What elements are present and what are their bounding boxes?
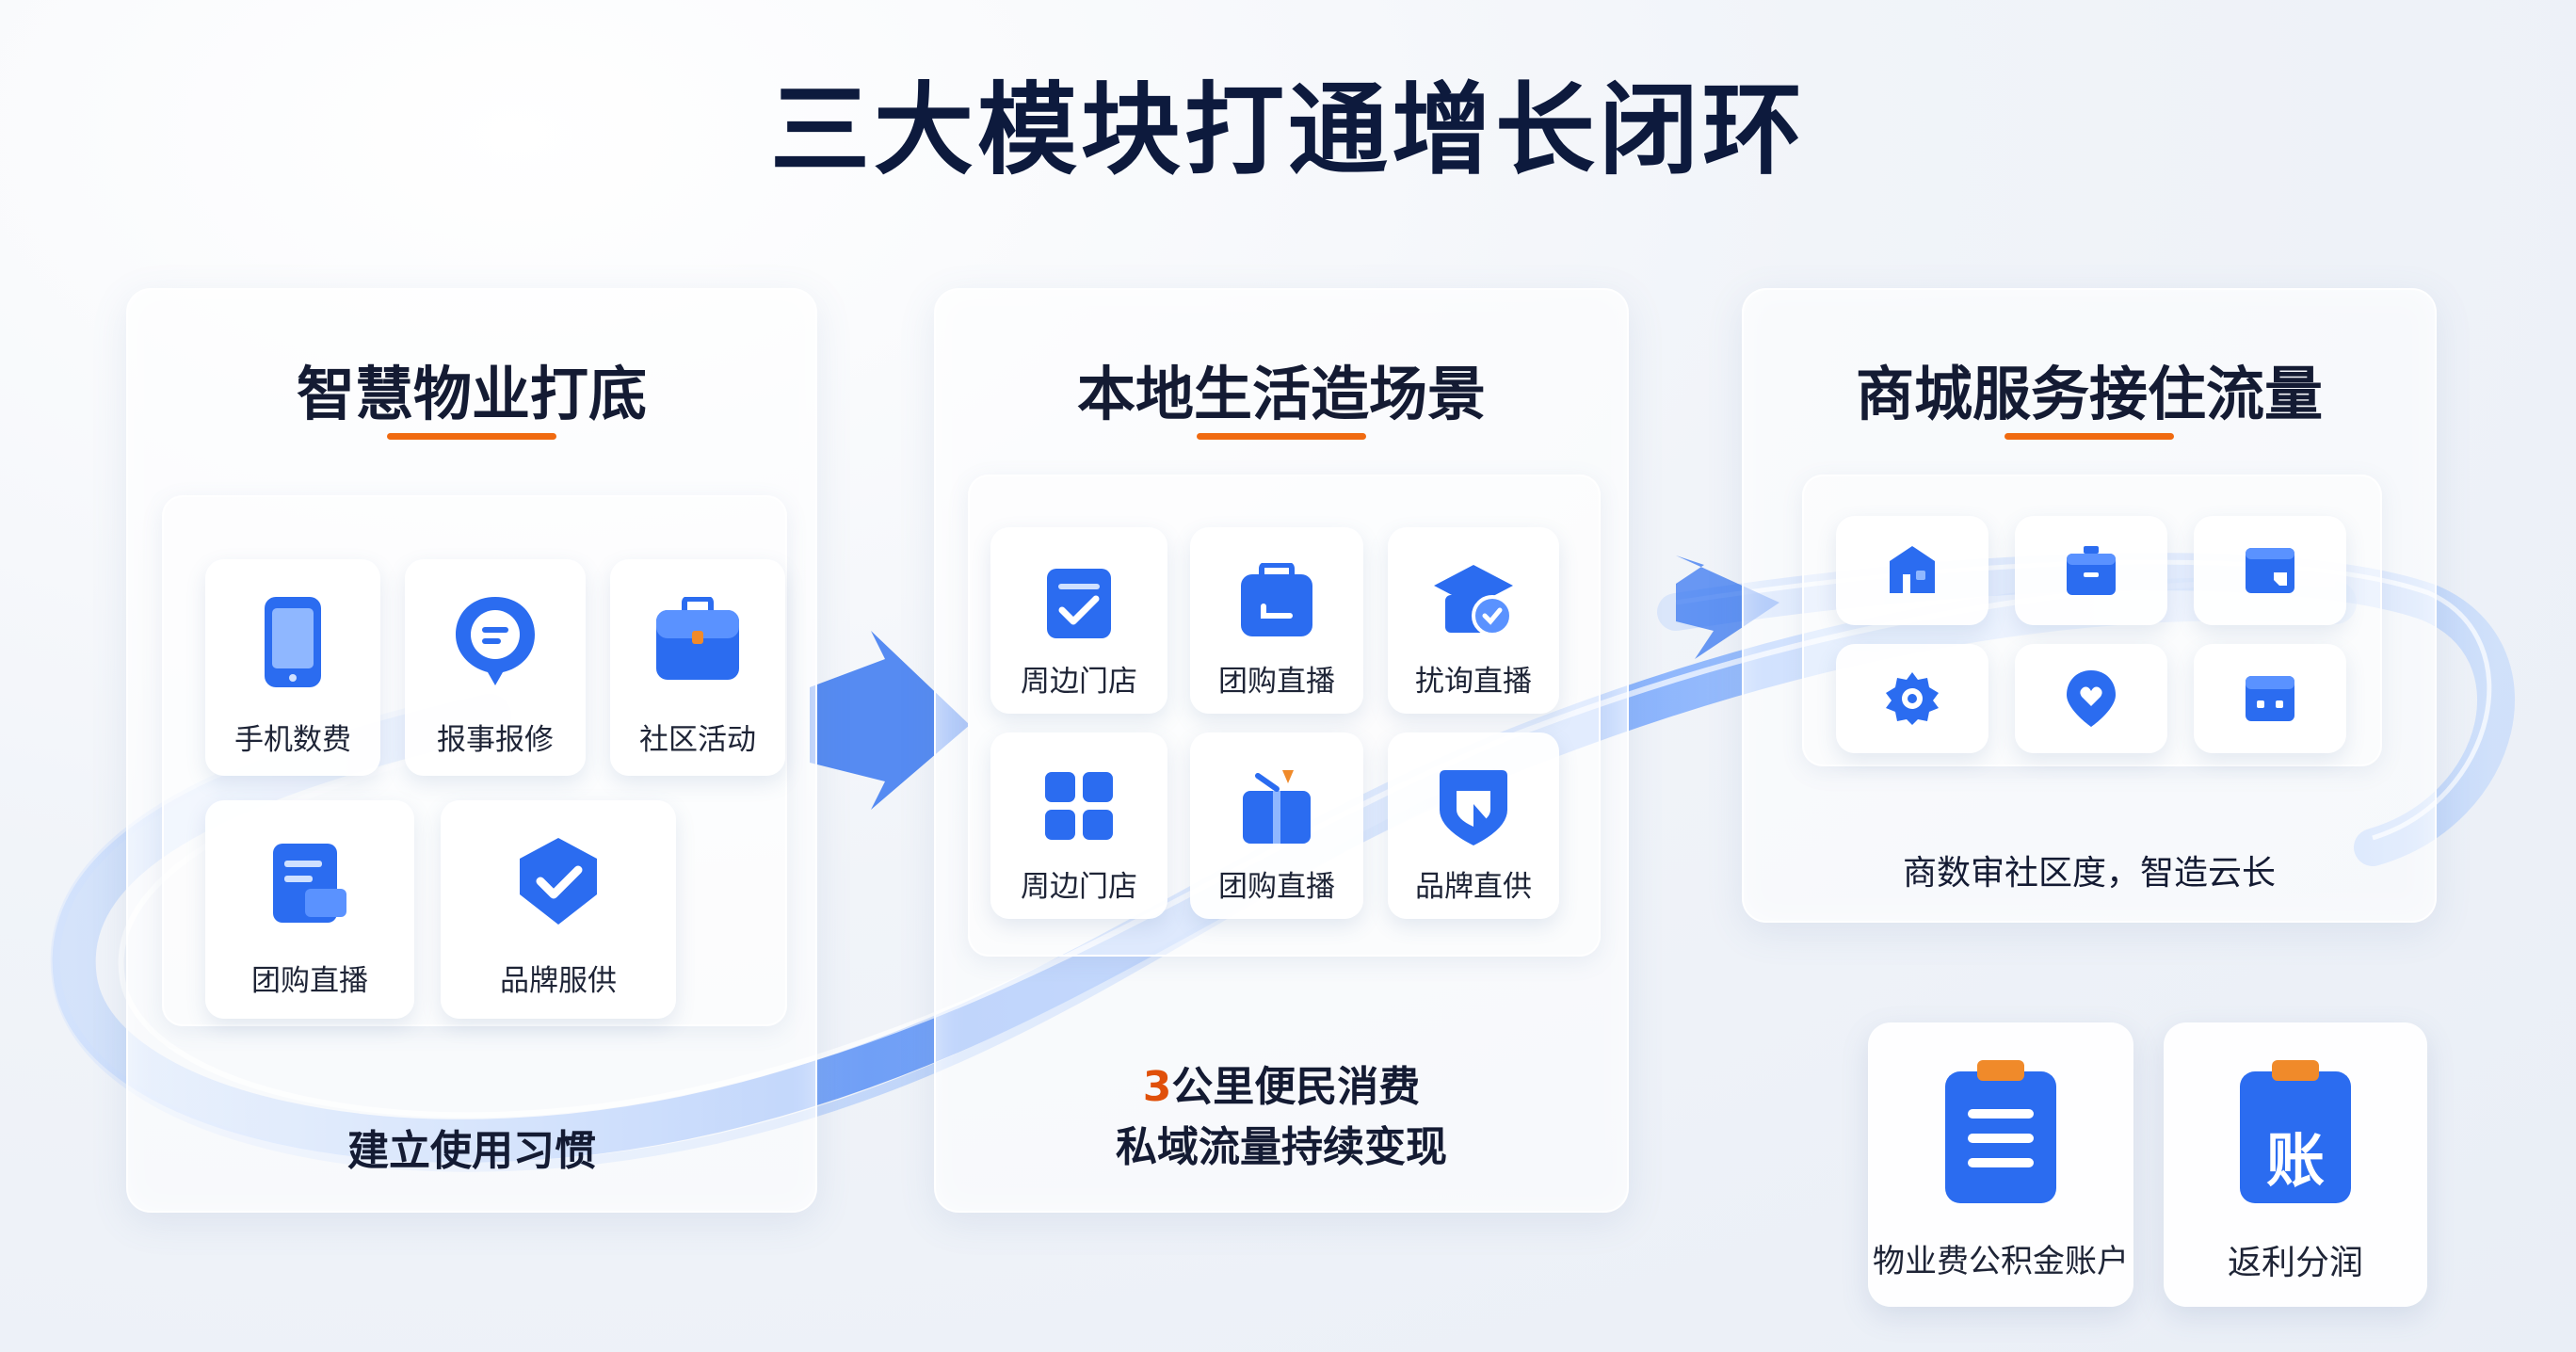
tile-label: 手机数费 — [234, 723, 351, 757]
title-underline — [387, 433, 556, 440]
account-clipboard-icon — [2240, 1060, 2351, 1203]
tile-label: 社区活动 — [639, 723, 756, 757]
briefcase-icon — [656, 597, 739, 680]
distance-number: 3 — [1142, 1063, 1172, 1111]
tile-nearby-stores-2[interactable]: 周边门店 — [990, 732, 1167, 919]
tile-label: 团购直播 — [1218, 665, 1335, 699]
tile-location[interactable] — [2015, 644, 2167, 753]
tile-group-live[interactable]: 团购直播 — [205, 800, 414, 1019]
caption-text: 公里便民消费 — [1171, 1063, 1421, 1111]
tile-label: 周边门店 — [1021, 870, 1137, 904]
tile-brand-direct[interactable]: 品牌直供 — [1388, 732, 1559, 919]
module-title: 智慧物业打底 — [296, 360, 647, 428]
module-title: 本地生活造场景 — [1076, 360, 1486, 428]
tile-label: 品牌直供 — [1415, 870, 1532, 904]
module-caption: 商数审社区度，智造云长 — [1902, 854, 2276, 893]
tile-phone-pay[interactable]: 手机数费 — [205, 559, 380, 776]
cap-check-icon — [1434, 565, 1513, 636]
document-icon — [273, 844, 346, 923]
tile-label: 团购直播 — [251, 964, 368, 998]
tile-group-live-2[interactable]: 团购直播 — [1190, 732, 1363, 919]
tile-wallet[interactable] — [2194, 644, 2346, 753]
tile-label: 扰询直播 — [1415, 665, 1532, 699]
module-caption: 建立使用习惯 — [347, 1127, 596, 1175]
title-underline — [1197, 433, 1366, 440]
tile-settings[interactable] — [1836, 644, 1988, 753]
shield-check-icon — [520, 838, 597, 925]
phone-icon — [265, 597, 321, 687]
gift-icon — [1243, 770, 1311, 844]
tile-label: 品牌服供 — [500, 964, 617, 998]
account-glyph: 账 — [2265, 1126, 2325, 1195]
title-underline — [2004, 433, 2174, 440]
tile-community-events[interactable]: 社区活动 — [610, 559, 785, 776]
location-heart-icon — [2067, 670, 2116, 727]
module-panel-mall: 商城服务接住流量 — [1742, 288, 2437, 923]
box-icon — [2067, 546, 2116, 595]
tile-brand-supply[interactable]: 品牌服供 — [441, 800, 676, 1019]
shop-icon — [1890, 546, 1935, 593]
module-caption-1: 3公里便民消费 — [936, 1053, 1627, 1113]
card-rebate-share[interactable]: 账 返利分润 — [2164, 1022, 2427, 1307]
card-label: 物业费公积金账户 — [1873, 1243, 2129, 1280]
tile-label: 周边门店 — [1021, 665, 1137, 699]
card-icon — [2246, 548, 2294, 593]
tile-inquiry-live[interactable]: 扰询直播 — [1388, 527, 1559, 714]
module-title: 商城服务接住流量 — [1855, 360, 2323, 428]
wallet-icon — [2246, 676, 2294, 721]
card-label: 返利分润 — [2227, 1244, 2363, 1282]
grid-icon — [1045, 772, 1113, 840]
list-clipboard-icon — [1945, 1060, 2056, 1203]
bag-icon — [1241, 563, 1312, 636]
module-caption-2: 私域流量持续变现 — [1116, 1123, 1447, 1171]
tile-shop[interactable] — [1836, 516, 1988, 625]
tile-nearby-stores[interactable]: 周边门店 — [990, 527, 1167, 714]
main-title: 三大模块打通增长闭环 — [770, 72, 1806, 188]
card-property-fee-account[interactable]: 物业费公积金账户 — [1868, 1022, 2133, 1307]
tiles-container: 周边门店 团购直播 扰询直播 — [968, 475, 1601, 957]
chat-pin-icon — [456, 597, 535, 685]
clipboard-icon — [1047, 569, 1111, 638]
gear-icon — [1886, 672, 1939, 725]
tile-card[interactable] — [2194, 516, 2346, 625]
tiles-container: 手机数费 报事报修 社区活动 — [162, 495, 787, 1026]
module-panel-local-life: 本地生活造场景 周边门店 团购直播 — [934, 288, 1629, 1213]
tile-label: 团购直播 — [1218, 870, 1335, 904]
module-panel-property: 智慧物业打底 手机数费 报事报修 — [126, 288, 817, 1213]
icons-container — [1802, 475, 2382, 766]
shield-icon — [1440, 770, 1507, 845]
tile-report-repair[interactable]: 报事报修 — [405, 559, 586, 776]
tile-group-live[interactable]: 团购直播 — [1190, 527, 1363, 714]
tile-box[interactable] — [2015, 516, 2167, 625]
tile-label: 报事报修 — [437, 723, 554, 757]
